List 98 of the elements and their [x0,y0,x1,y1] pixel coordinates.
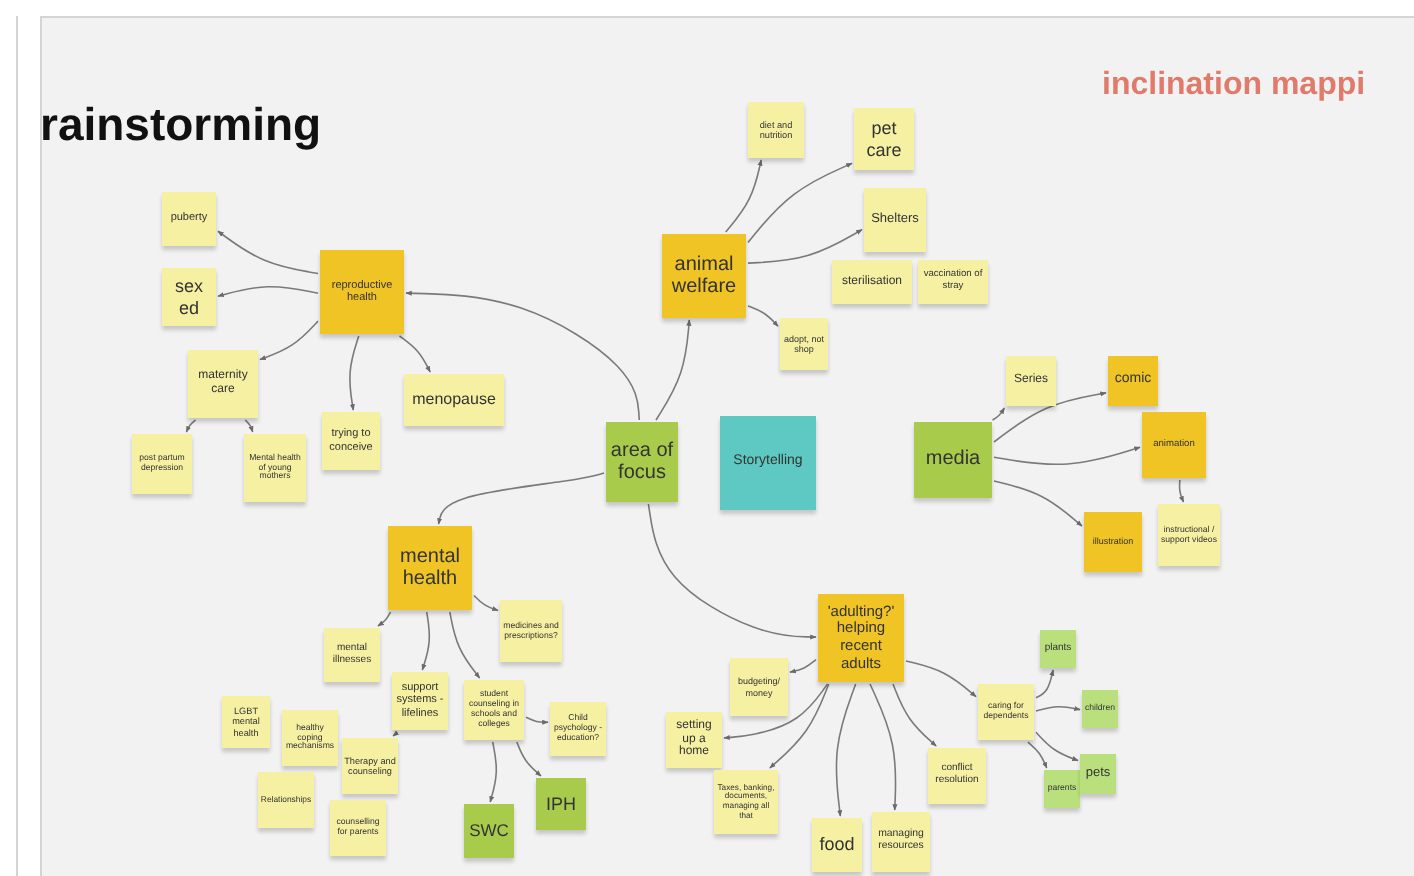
board-title: rainstorming [40,98,322,152]
sticky-note [322,412,380,470]
arrow [398,335,431,373]
arrow [259,320,319,361]
arrow [392,730,400,737]
frame-title: inclination mappi [1102,68,1366,104]
arrow [747,228,863,264]
sticky-note [222,696,270,748]
arrow [723,683,829,741]
core-topic-note [720,416,816,510]
arrow [892,683,937,747]
topic-note [1084,512,1142,572]
arrow [869,683,898,811]
note-text: SWC [469,821,509,841]
sticky-note [188,350,258,418]
sticky-note [748,102,804,158]
sticky-note [324,628,380,682]
arrow [655,319,692,421]
arrow [993,391,1107,443]
sticky-note [730,658,788,716]
note-text: pet care [864,118,904,160]
arrow [1035,669,1055,699]
arrow [647,503,817,640]
arrow [993,446,1141,466]
arrow [747,162,853,244]
arrow [724,159,763,233]
arrow [473,594,499,612]
topic-note [662,234,746,318]
note-text: animal welfare [669,253,739,299]
arrow [835,683,857,817]
sticky-note [282,710,338,766]
note-text: sex ed [172,276,205,318]
sticky-note [500,600,562,662]
sticky-note [812,818,862,872]
topic-note [320,250,404,334]
sticky-note [1158,504,1220,566]
sticky-note [1044,770,1080,808]
arrow [991,407,1006,421]
topic-note [606,422,678,502]
arrow [1027,741,1048,769]
sticky-note [928,748,986,804]
arrow [525,716,549,725]
topic-note [1108,356,1158,406]
arrow [1035,731,1079,762]
sticky-note [464,680,524,740]
sticky-note [392,672,448,730]
sticky-note [342,738,398,794]
sticky-note [162,268,216,326]
sticky-note [132,434,192,494]
topic-note [914,422,992,498]
sticky-note [258,772,314,828]
sticky-note [978,684,1034,740]
topic-note [388,526,472,610]
sticky-note [872,812,930,872]
arrow [405,290,641,421]
note-text: mental health [397,545,462,591]
sticky-note [854,108,914,170]
sticky-note [1040,630,1076,668]
sticky-note [330,800,386,856]
sticky-note [1006,356,1056,406]
arrow [349,335,360,411]
arrow [905,660,977,698]
sticky-note [550,702,606,756]
note-text: area of focus [608,439,676,485]
arrow [217,230,319,275]
note-text: menopause [412,390,496,410]
sticky-note [162,192,216,246]
sticky-note [404,374,504,426]
sticky-note [1080,754,1116,794]
topic-note [1142,412,1206,478]
note-text: IPH [545,793,576,815]
note-text: food [819,834,855,856]
arrow [769,683,830,769]
topic-note [464,804,514,858]
sticky-note [666,712,722,768]
sticky-note [714,770,778,834]
sticky-note [780,318,828,370]
arrow [185,419,197,433]
note-text: media [925,448,981,472]
sticky-note [864,188,926,252]
arrow [244,419,254,433]
arrow [377,611,392,627]
topic-note [536,778,586,830]
arrow [516,741,542,777]
arrow [489,741,498,803]
arrow [421,611,431,671]
arrow [437,472,605,525]
arrow [1035,705,1081,712]
sticky-note [244,434,306,502]
arrow [217,285,319,298]
arrow [993,480,1083,527]
arrow [789,658,817,674]
sticky-note [832,260,912,304]
sticky-note [918,260,988,304]
sticky-note [1082,690,1118,728]
arrow [747,305,779,328]
arrow [449,611,481,679]
arrow [1178,479,1185,503]
